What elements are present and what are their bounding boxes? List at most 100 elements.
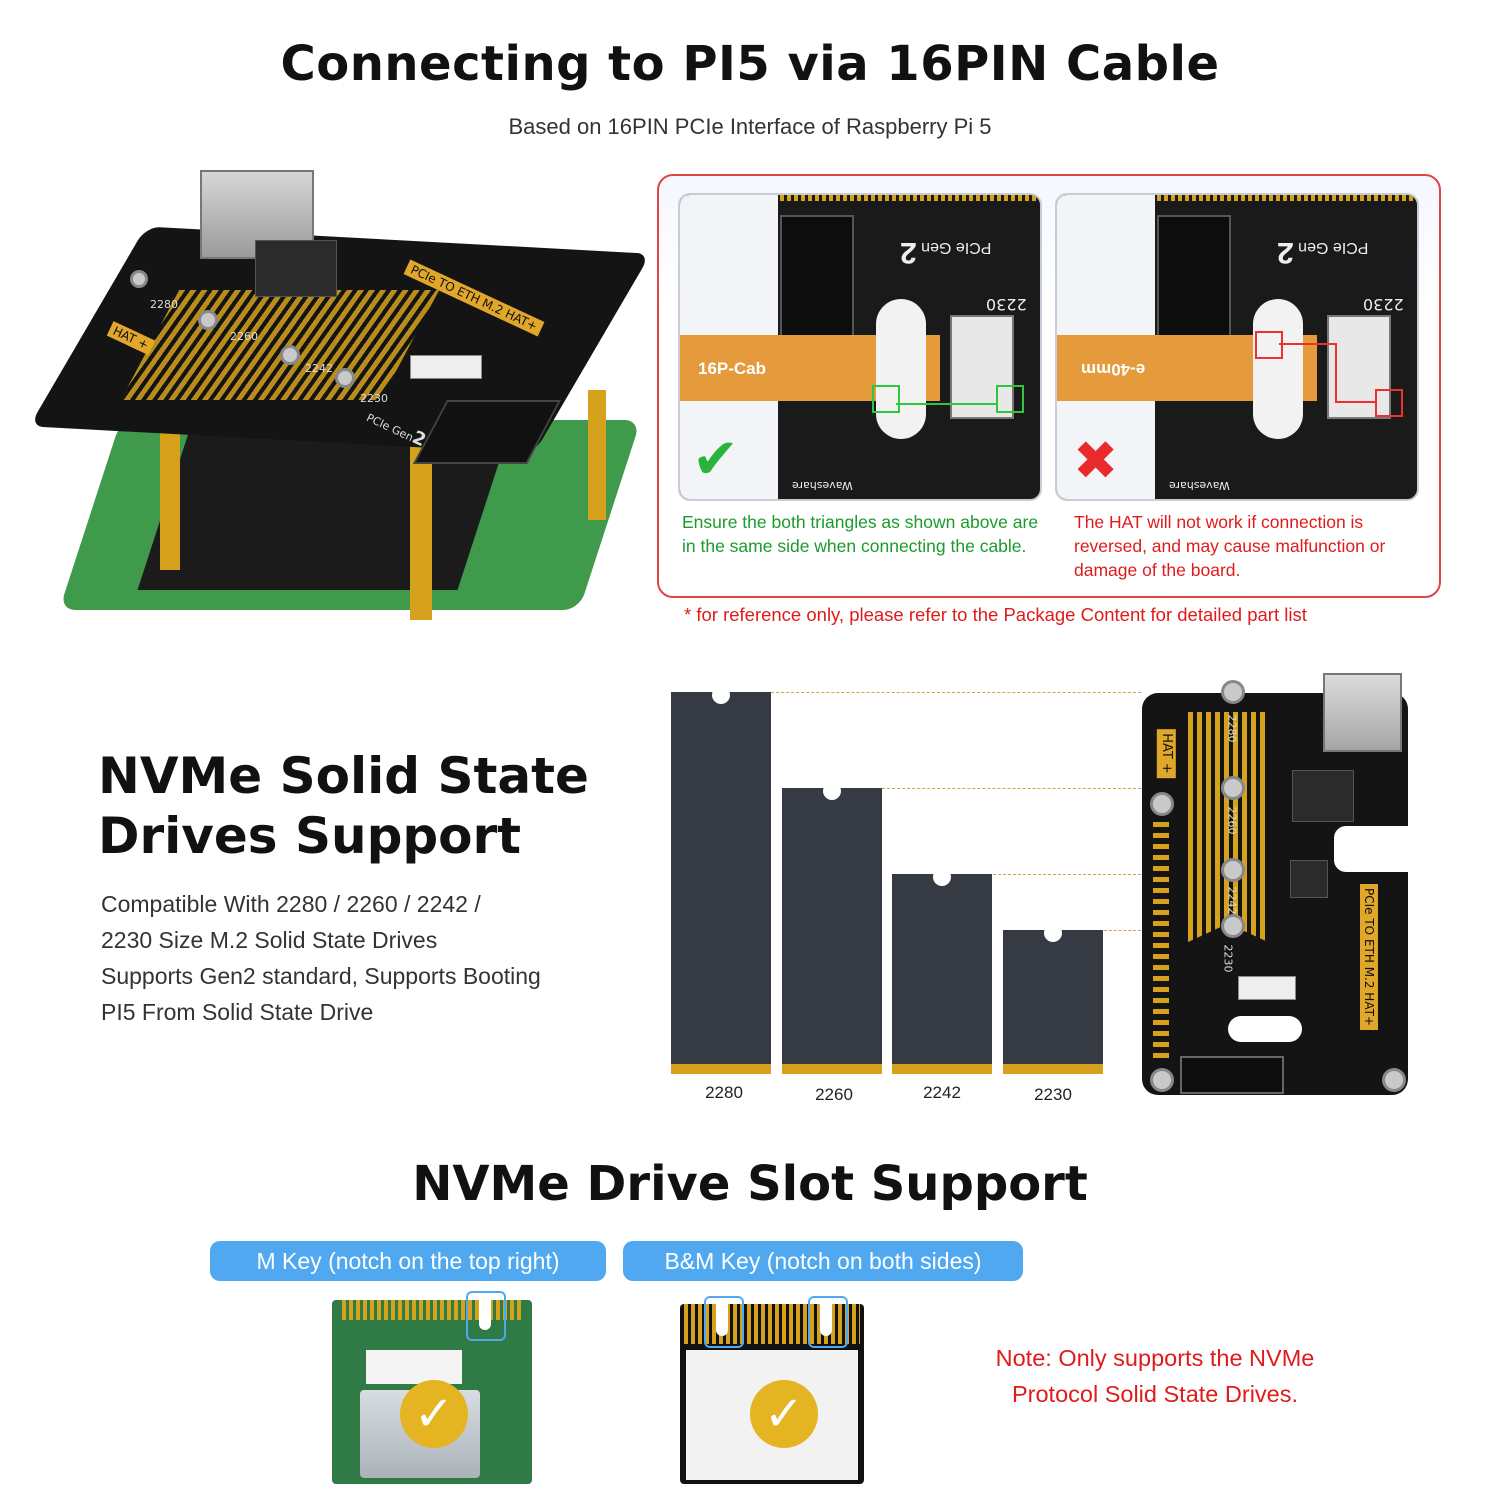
slot-cutout [876, 299, 926, 439]
m-key-check-icon: ✓ [400, 1380, 468, 1448]
guide-line-2260 [882, 788, 1141, 789]
board-text-brand: Waveshare [792, 479, 853, 492]
ethernet-jack-top [1323, 673, 1402, 752]
corner-hole-bl [1150, 1068, 1174, 1092]
board-text-pcie: PCIe Gen 2 [1277, 236, 1369, 269]
ssd-2242-contacts [892, 1064, 992, 1074]
marker-link-line-h1 [1279, 343, 1335, 345]
nvme-description: Compatible With 2280 / 2260 / 2242 / 223… [101, 886, 621, 1030]
ssd-2260 [782, 788, 882, 1064]
slot-section-title: NVMe Drive Slot Support [412, 1156, 1088, 1212]
fpc-connector [950, 315, 1014, 419]
label-2242: 2242 [305, 362, 333, 375]
corner-hole-br [1382, 1068, 1406, 1092]
page-title: Connecting to PI5 via 16PIN Cable [280, 36, 1220, 92]
screw-3 [335, 368, 355, 388]
ssd-2260-contacts [782, 1064, 882, 1074]
cable-text: e-40mm [1081, 360, 1146, 379]
checkmark-icon: ✔ [692, 427, 739, 492]
m-key-notch [479, 1300, 491, 1330]
caption-correct: Ensure the both triangles as shown above… [682, 512, 1039, 556]
ssd-2242 [892, 874, 992, 1064]
mount-screw-2 [1221, 776, 1245, 800]
guide-line-2242 [993, 874, 1141, 875]
top-label-2280: 2280 [1225, 714, 1239, 743]
ssd-label-2280: 2280 [705, 1083, 743, 1102]
corner-hole-tl [1150, 792, 1174, 816]
standoff-right [410, 440, 432, 620]
page-subtitle: Based on 16PIN PCIe Interface of Raspber… [508, 114, 992, 139]
board-text-size: 2230 [1363, 295, 1404, 314]
note-line1: Note: Only supports the NVMe [995, 1345, 1315, 1371]
nvme-desc-line1: Compatible With 2280 / 2260 / 2242 / [101, 891, 481, 917]
marker-link-line [896, 403, 996, 405]
bm-key-notch-highlight-right [808, 1296, 848, 1348]
guide-line-2230 [1104, 930, 1141, 931]
screw-2 [280, 345, 300, 365]
ssd-label-2260: 2260 [815, 1085, 853, 1104]
panel-correct: 16P-Cab PCIe Gen 2 2230 Waveshare ✔ [678, 193, 1042, 501]
nvme-title-line1: NVMe Solid State [98, 747, 589, 805]
bm-key-check-icon: ✓ [750, 1380, 818, 1448]
gpio-pins [1153, 822, 1169, 1064]
slot-cutout-top [1228, 1016, 1302, 1042]
pcie-switch-chip [1290, 860, 1328, 898]
nvme-desc-line4: PI5 From Solid State Drive [101, 999, 374, 1025]
hat-photo: HAT + PCIe TO ETH M.2 HAT+ 2280 2260 224… [29, 170, 651, 620]
nvme-title-line2: Drives Support [98, 807, 522, 865]
top-pins [780, 195, 1040, 201]
ssd-2242-notch [933, 868, 951, 886]
ssd-2260-notch [823, 782, 841, 800]
cross-icon: ✖ [1073, 429, 1119, 492]
ssd-2230 [1003, 930, 1103, 1064]
standoff-far-right [588, 390, 606, 520]
top-label-2230: 2230 [1221, 944, 1235, 973]
gold-traces-top [1188, 712, 1268, 942]
marker-link-line-v [1335, 343, 1337, 403]
hat-cutout [1334, 826, 1410, 872]
label-2260: 2260 [230, 330, 258, 343]
eth-transformer [1292, 770, 1354, 822]
cable-text: 16P-Cab [698, 359, 767, 378]
m-key-notch-highlight [466, 1291, 506, 1341]
ffc-connector-top [1238, 976, 1296, 1000]
eth-chip [255, 240, 337, 297]
top-label-2260: 2260 [1225, 806, 1239, 835]
marker-link-line-h2 [1335, 401, 1375, 403]
triangle-marker-left [872, 385, 900, 413]
board-text-brand: Waveshare [1169, 479, 1230, 492]
nvme-desc-line3: Supports Gen2 standard, Supports Booting [101, 963, 541, 989]
hat-top-label: HAT + [1156, 729, 1176, 778]
standoff-left [160, 390, 180, 570]
mount-screw-3 [1221, 858, 1245, 882]
screw-4 [130, 270, 148, 288]
nvme-note: Note: Only supports the NVMe Protocol So… [940, 1340, 1370, 1412]
board-text-pcie: PCIe Gen 2 [900, 236, 992, 269]
ssd-2280 [671, 692, 771, 1064]
top-label-2242: 2242 [1225, 886, 1239, 915]
m-key-contacts [342, 1300, 522, 1320]
mount-screw-1 [1221, 680, 1245, 704]
m-key-sticker [366, 1350, 462, 1384]
nvme-desc-line2: 2230 Size M.2 Solid State Drives [101, 927, 438, 953]
ssd-2230-contacts [1003, 1064, 1103, 1074]
product-top-label: PCIe TO ETH M.2 HAT+ [1360, 884, 1378, 1030]
disclaimer: * for reference only, please refer to th… [684, 604, 1307, 625]
m2-connector-top [1180, 1056, 1284, 1094]
nvme-title: NVMe Solid State Drives Support [98, 746, 589, 866]
top-pins [1157, 195, 1417, 201]
ssd-2280-contacts [671, 1064, 771, 1074]
ssd-label-2242: 2242 [923, 1083, 961, 1102]
screw-1 [198, 310, 218, 330]
note-line2: Protocol Solid State Drives. [1011, 1381, 1299, 1407]
slot-cutout [1253, 299, 1303, 439]
ssd-label-2230: 2230 [1034, 1085, 1072, 1104]
ssd-2280-notch [712, 686, 730, 704]
ffc-connector [410, 355, 482, 379]
caption-wrong: The HAT will not work if connection is r… [1074, 512, 1386, 580]
triangle-marker-right [1375, 389, 1403, 417]
bm-key-notch-highlight-left [704, 1296, 744, 1348]
triangle-marker-right [996, 385, 1024, 413]
triangle-marker-left [1255, 331, 1283, 359]
bm-key-notch-left [716, 1304, 728, 1336]
